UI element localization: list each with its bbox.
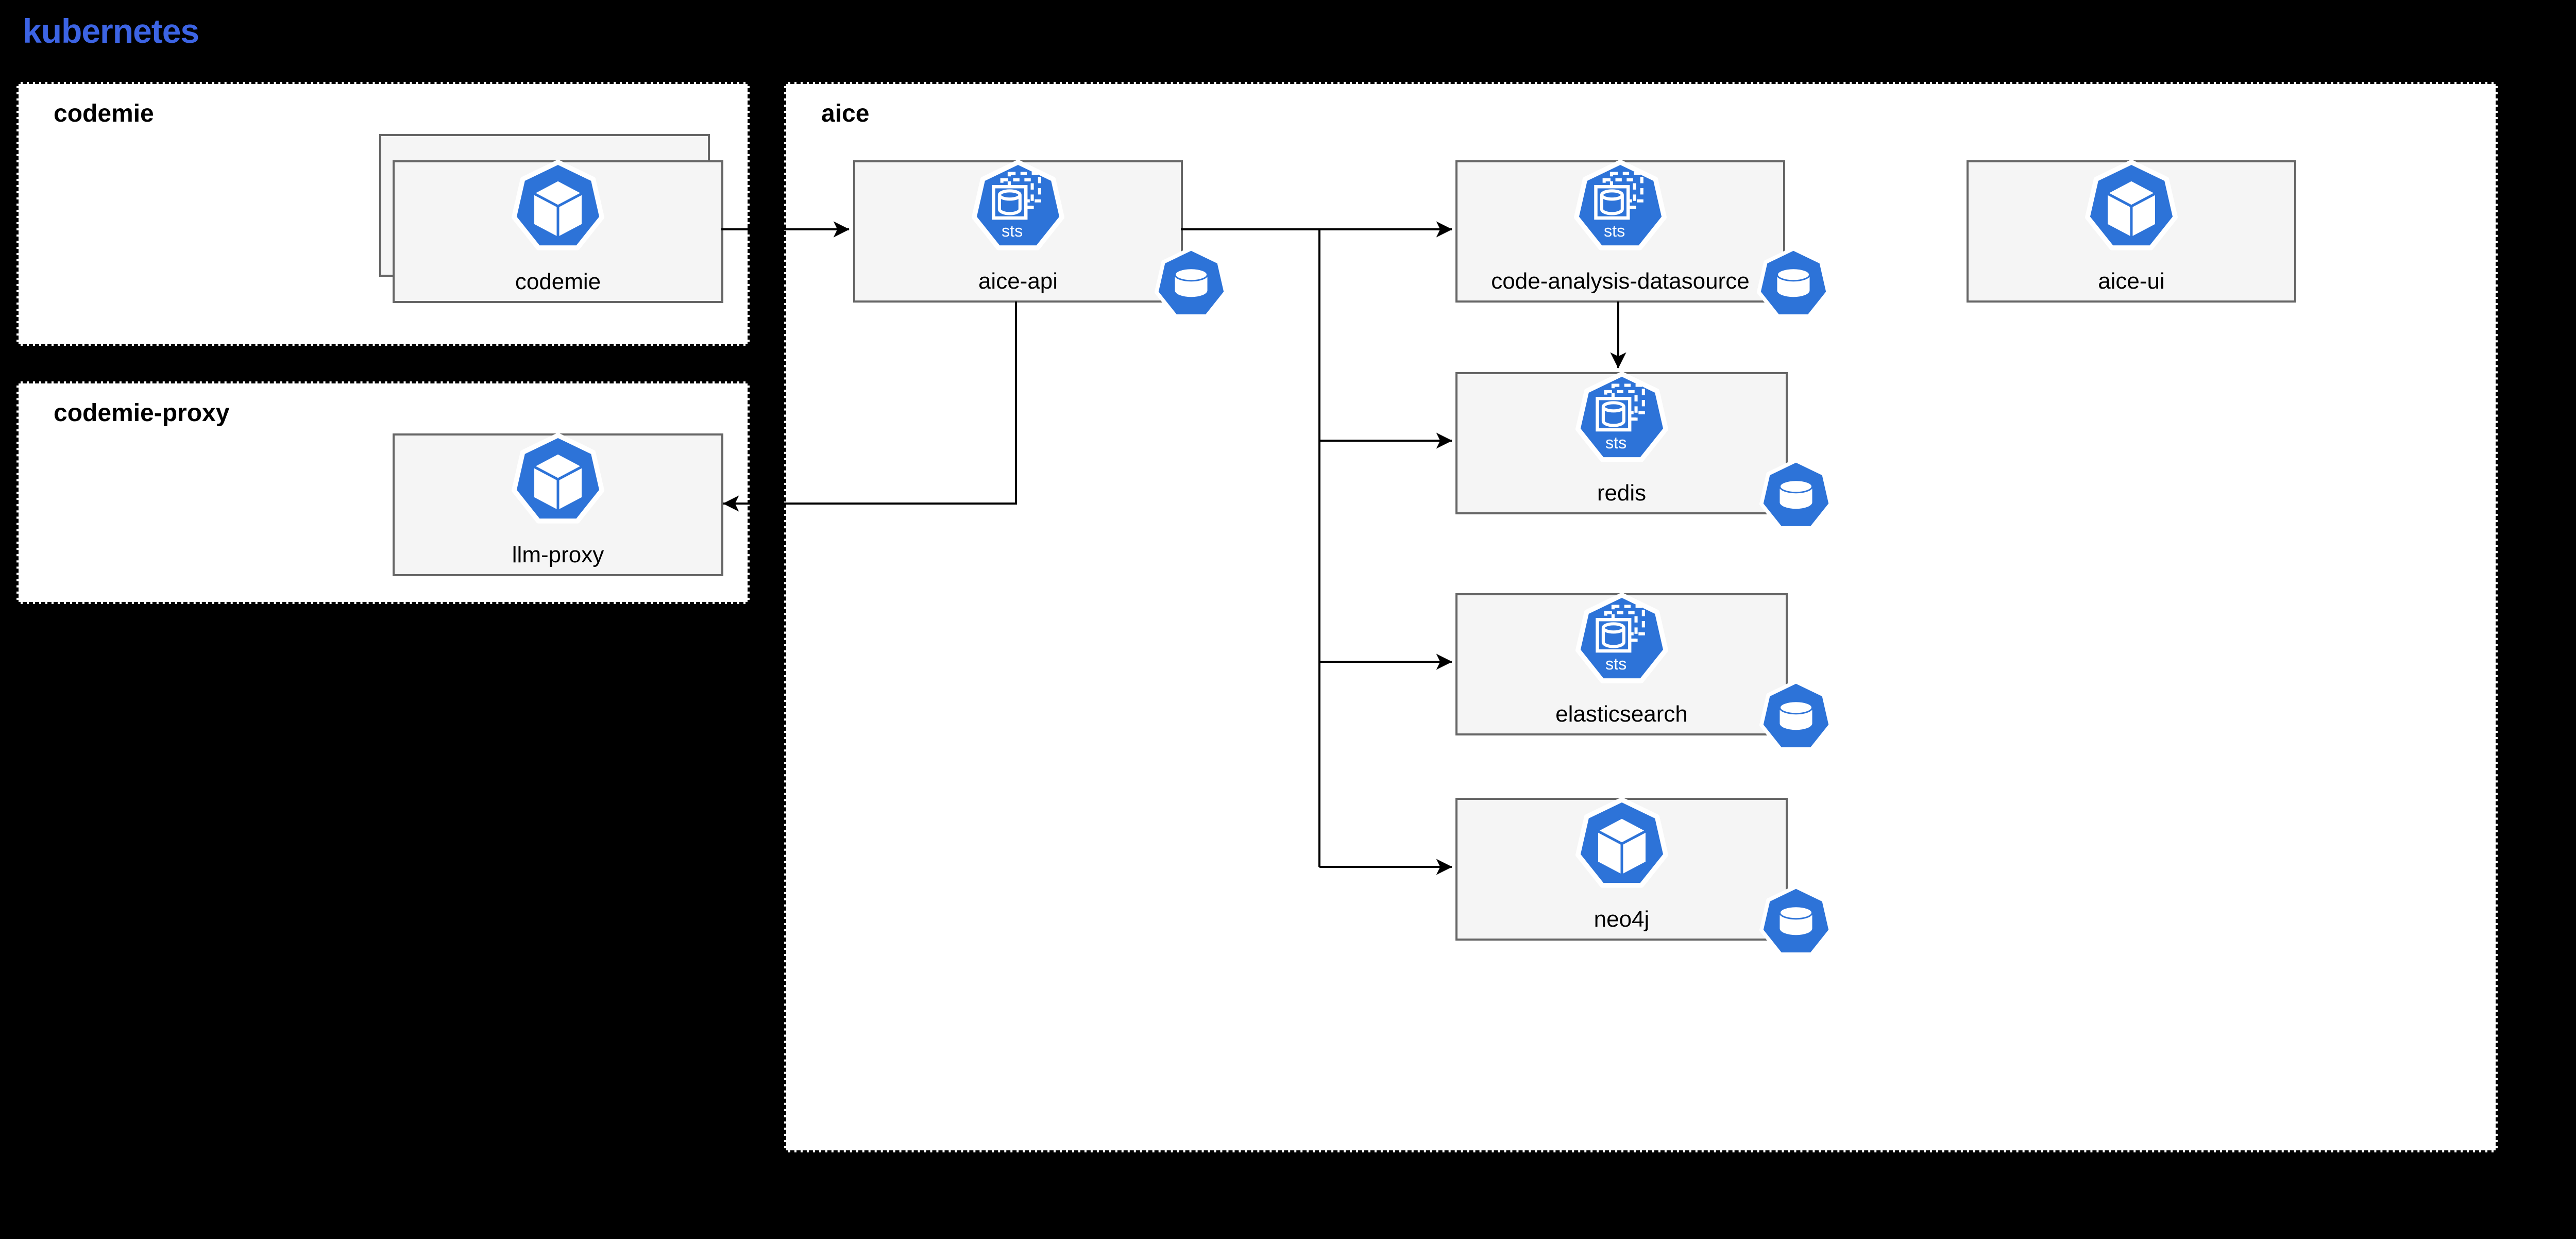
namespace-codemie-proxy-label: codemie-proxy <box>54 399 230 427</box>
statefulset-icon <box>969 159 1067 257</box>
volume-icon <box>1757 458 1835 535</box>
node-code-analysis-datasource: code-analysis-datasource <box>1455 160 1785 303</box>
node-aice-api: aice-api <box>853 160 1183 303</box>
node-elasticsearch-label: elasticsearch <box>1555 701 1688 727</box>
node-neo4j: neo4j <box>1455 798 1788 941</box>
page-title: kubernetes <box>23 12 199 50</box>
node-llm-proxy: llm-proxy <box>393 433 723 576</box>
deployment-icon <box>1573 797 1671 895</box>
node-code-analysis-datasource-label: code-analysis-datasource <box>1491 269 1750 294</box>
node-aice-api-label: aice-api <box>978 269 1058 294</box>
deployment-icon <box>509 432 607 530</box>
namespace-codemie: codemie codemie <box>16 82 750 346</box>
statefulset-icon <box>1573 371 1671 469</box>
deployment-icon <box>509 159 607 257</box>
volume-icon <box>1757 884 1835 962</box>
namespace-aice-label: aice <box>821 100 870 127</box>
node-aice-ui-label: aice-ui <box>2098 269 2165 294</box>
statefulset-icon <box>1573 592 1671 690</box>
node-redis: redis <box>1455 372 1788 514</box>
volume-icon <box>1755 246 1832 324</box>
statefulset-icon <box>1571 159 1669 257</box>
node-codemie: codemie <box>393 160 723 303</box>
namespace-codemie-proxy: codemie-proxy llm-proxy <box>16 381 750 604</box>
node-aice-ui: aice-ui <box>1967 160 2296 303</box>
node-llm-proxy-label: llm-proxy <box>512 542 604 567</box>
namespace-codemie-label: codemie <box>54 100 154 127</box>
node-elasticsearch: elasticsearch <box>1455 593 1788 735</box>
node-codemie-label: codemie <box>515 269 601 294</box>
volume-icon <box>1153 246 1230 324</box>
node-redis-label: redis <box>1597 480 1647 506</box>
node-neo4j-label: neo4j <box>1594 907 1650 932</box>
namespace-aice: aice aice-api code-analysis-datasource r… <box>784 82 2498 1152</box>
volume-icon <box>1757 679 1835 757</box>
deployment-icon <box>2082 159 2180 257</box>
